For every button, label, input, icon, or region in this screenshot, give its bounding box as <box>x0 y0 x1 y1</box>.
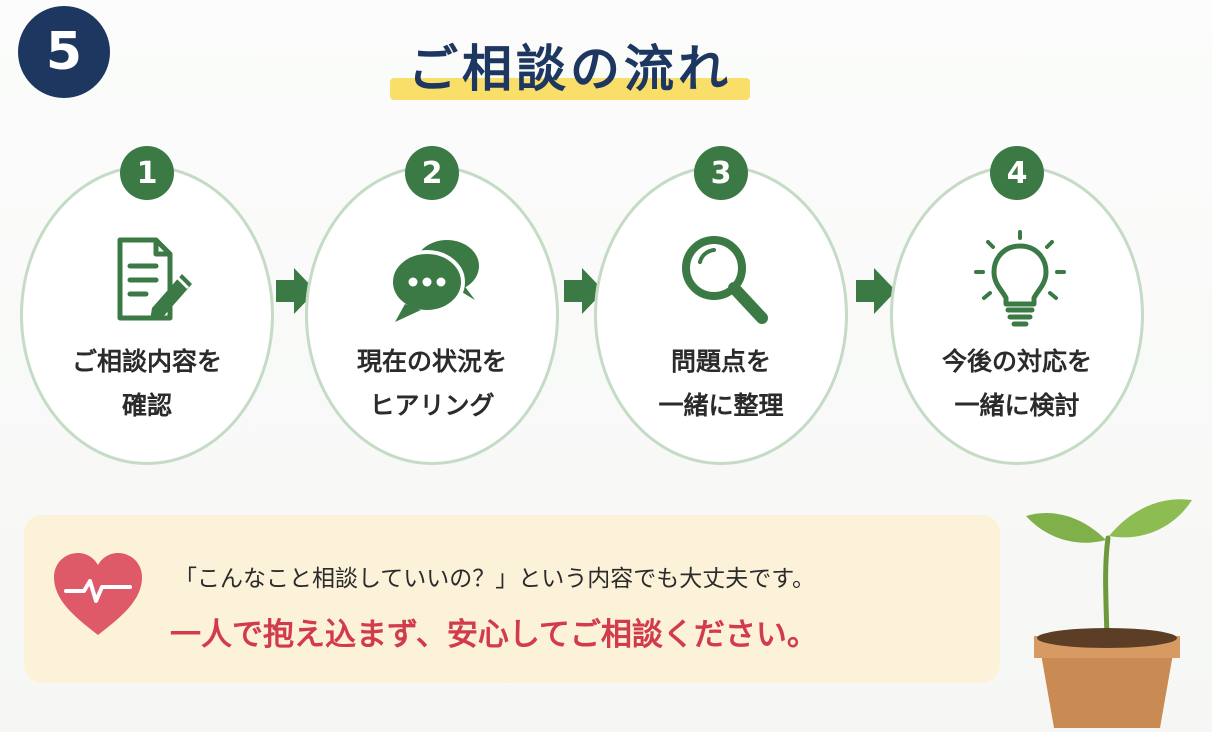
title-highlight <box>390 78 750 100</box>
note-text-question: 「こんなこと相談していいの？」という内容でも大丈夫です。 <box>174 566 816 592</box>
step-1-label: ご相談内容を 確認 <box>71 347 222 420</box>
arrow-right-icon <box>564 268 604 314</box>
step-4-number: 4 <box>990 146 1044 200</box>
step-3-label: 問題点を 一緒に整理 <box>658 347 784 420</box>
step-3-card: 問題点を 一緒に整理 <box>594 165 848 465</box>
chat-bubbles-icon <box>389 240 479 322</box>
lightbulb-icon <box>974 230 1066 327</box>
step-2-number: 2 <box>405 146 459 200</box>
step-4-card: 今後の対応を 一緒に検討 <box>890 165 1144 465</box>
note-text-message: 一人で抱え込まず、安心してご相談ください。 <box>170 617 818 653</box>
step-2-card: 現在の状況を ヒアリング <box>305 165 559 465</box>
step-3-number: 3 <box>694 146 748 200</box>
document-edit-icon <box>117 237 192 321</box>
page-title-text: ご相談の流れ <box>408 40 732 98</box>
title-container: ご相談の流れ <box>0 34 1140 104</box>
reassurance-note: 「こんなこと相談していいの？」という内容でも大丈夫です。 一人で抱え込まず、安心… <box>24 515 1000 683</box>
step-1-number: 1 <box>120 146 174 200</box>
section-number: 5 <box>45 22 83 82</box>
heart-icon <box>54 553 142 635</box>
page-title: ご相談の流れ <box>390 34 750 104</box>
step-4-label: 今後の対応を 一緒に検討 <box>941 347 1092 420</box>
arrow-right-icon <box>276 268 316 314</box>
potted-plant-illustration <box>1026 499 1192 728</box>
step-2-label: 現在の状況を ヒアリング <box>356 347 507 420</box>
magnifier-icon <box>682 236 768 324</box>
arrow-right-icon <box>856 268 896 314</box>
section-number-badge: 5 <box>18 6 110 98</box>
step-1-card: ご相談内容を 確認 <box>20 165 274 465</box>
